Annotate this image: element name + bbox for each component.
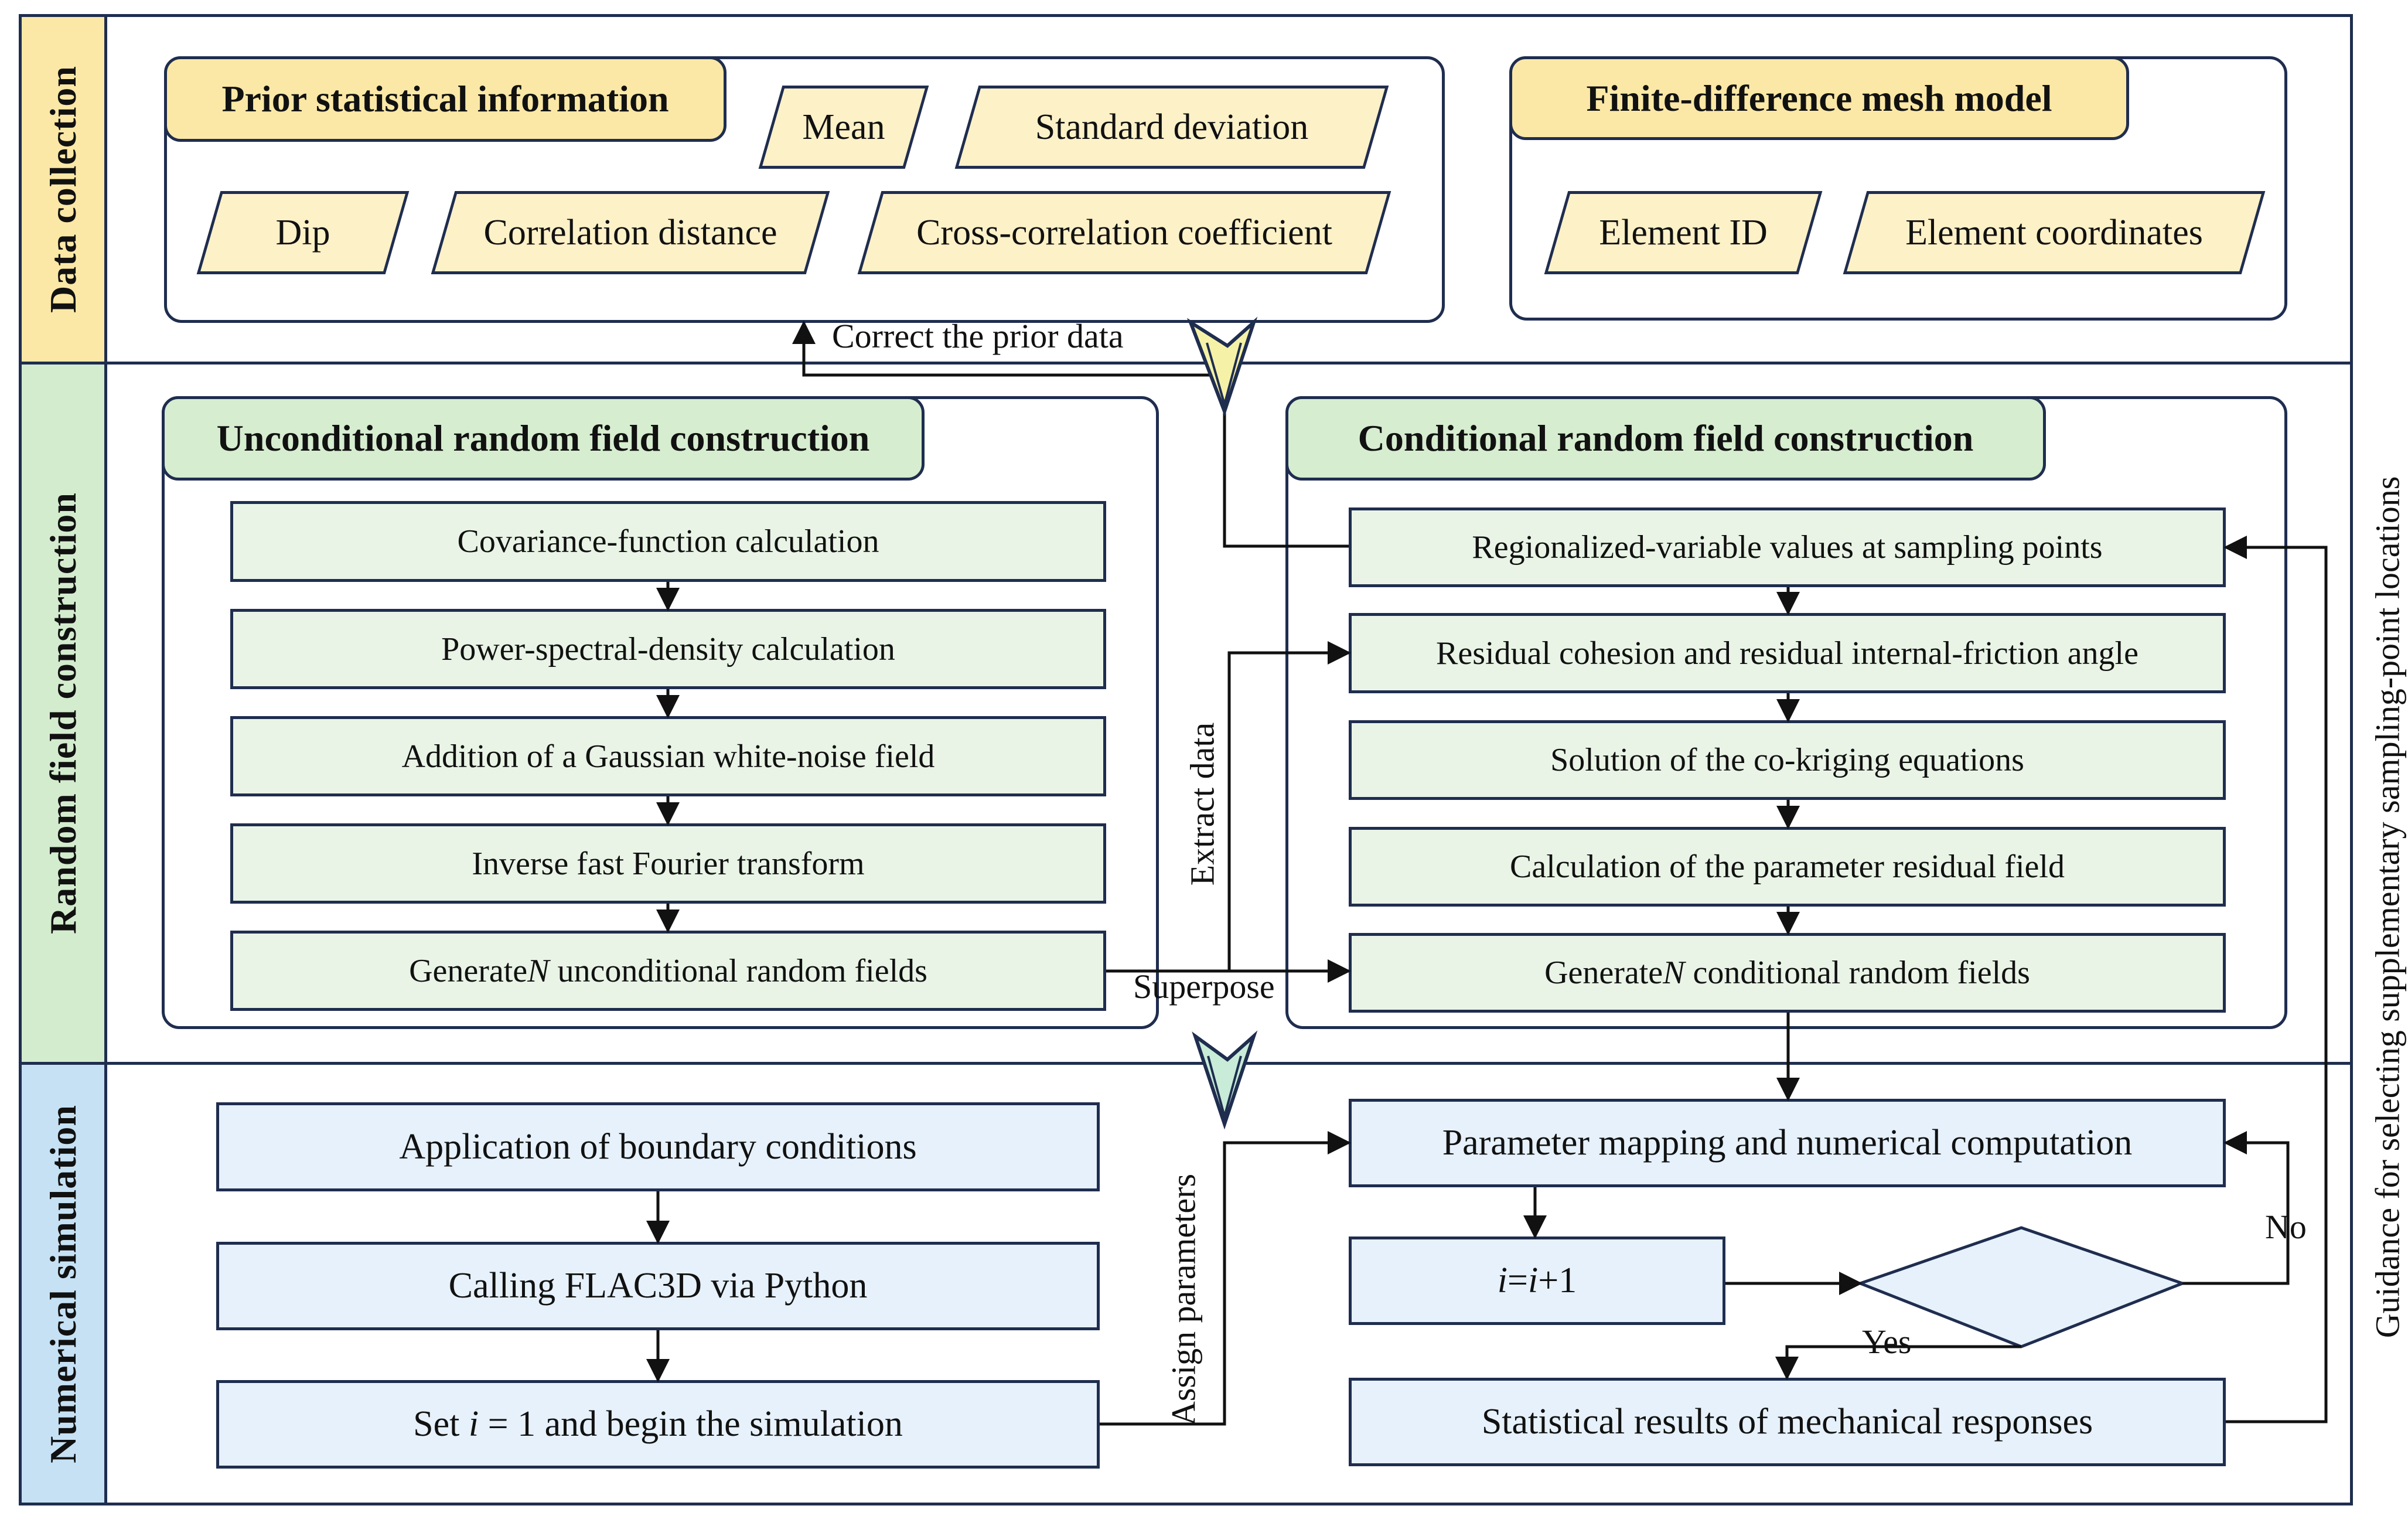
guidance-label: Guidance for selecting supplementary sam… bbox=[2368, 476, 2407, 1338]
cond-generate-suffix: conditional random fields bbox=[1684, 955, 2030, 991]
num-calling-flac3d: Calling FLAC3D via Python bbox=[216, 1242, 1100, 1330]
num-increment-i: i=i+1 bbox=[1349, 1237, 1725, 1325]
incr-a: i bbox=[1497, 1261, 1508, 1300]
incr-c: +1 bbox=[1538, 1261, 1577, 1300]
set-prefix: Set bbox=[413, 1404, 469, 1444]
param-standard-deviation: Standard deviation bbox=[967, 86, 1377, 169]
extract-data-label: Extract data bbox=[1183, 722, 1222, 886]
band-label-random-field: Random field construction bbox=[22, 365, 107, 1062]
num-set-i: Set i = 1 and begin the simulation bbox=[216, 1380, 1100, 1469]
band-label-numerical: Numerical simulation bbox=[22, 1065, 107, 1503]
param-element-id: Element ID bbox=[1556, 191, 1810, 274]
no-label: No bbox=[2265, 1208, 2307, 1246]
param-correlation-distance: Correlation distance bbox=[443, 191, 818, 274]
band-numerical: Numerical simulation bbox=[19, 1062, 2353, 1505]
decision-gt: > bbox=[1988, 1261, 2009, 1300]
cond-step-regionalized: Regionalized-variable values at sampling… bbox=[1349, 507, 2226, 587]
param-dip: Dip bbox=[209, 191, 397, 274]
band-title-data-collection: Data collection bbox=[42, 66, 84, 313]
decision-label: i>N? bbox=[1978, 1260, 2049, 1302]
uncond-generate-prefix: Generate bbox=[409, 952, 528, 989]
correct-prior-label: Correct the prior data bbox=[832, 317, 1124, 355]
set-suffix: = 1 and begin the simulation bbox=[479, 1404, 903, 1444]
conditional-title: Conditional random field construction bbox=[1285, 396, 2046, 481]
cond-generate-var: N bbox=[1663, 955, 1685, 991]
cond-generate-prefix: Generate bbox=[1544, 955, 1663, 991]
mesh-model-title: Finite-difference mesh model bbox=[1509, 56, 2129, 140]
decision-b: N bbox=[2008, 1261, 2033, 1300]
num-statistical-results: Statistical results of mechanical respon… bbox=[1349, 1378, 2226, 1466]
uncond-step-white-noise: Addition of a Gaussian white-noise field bbox=[230, 716, 1106, 796]
decision-a: i bbox=[1978, 1261, 1989, 1300]
uncond-generate-suffix: unconditional random fields bbox=[549, 952, 927, 989]
uncond-step-ifft: Inverse fast Fourier transform bbox=[230, 823, 1106, 904]
band-label-data-collection: Data collection bbox=[22, 17, 107, 362]
uncond-step-covariance: Covariance-function calculation bbox=[230, 501, 1106, 582]
decision-q: ? bbox=[2032, 1261, 2049, 1300]
uncond-step-psd: Power-spectral-density calculation bbox=[230, 609, 1106, 689]
cond-step-cokriging: Solution of the co-kriging equations bbox=[1349, 720, 2226, 800]
cond-step-residual-field: Calculation of the parameter residual fi… bbox=[1349, 827, 2226, 907]
set-var: i bbox=[468, 1404, 479, 1444]
num-parameter-mapping: Parameter mapping and numerical computat… bbox=[1349, 1099, 2226, 1187]
cond-step-residual: Residual cohesion and residual internal-… bbox=[1349, 613, 2226, 693]
uncond-generate-var: N bbox=[527, 952, 550, 989]
incr-b: i bbox=[1528, 1261, 1539, 1300]
prior-info-title: Prior statistical information bbox=[164, 56, 727, 142]
param-cross-correlation: Cross-correlation coefficient bbox=[869, 191, 1379, 274]
yes-label: Yes bbox=[1862, 1323, 1912, 1361]
assign-parameters-label: Assign parameters bbox=[1164, 1173, 1203, 1426]
band-title-numerical: Numerical simulation bbox=[42, 1104, 84, 1463]
param-element-coordinates: Element coordinates bbox=[1855, 191, 2253, 274]
num-boundary-conditions: Application of boundary conditions bbox=[216, 1102, 1100, 1191]
incr-eq: = bbox=[1507, 1261, 1528, 1300]
band-title-random-field: Random field construction bbox=[42, 492, 84, 934]
param-mean: Mean bbox=[770, 86, 917, 169]
unconditional-title: Unconditional random field construction bbox=[162, 396, 925, 481]
superpose-label: Superpose bbox=[1133, 968, 1275, 1006]
